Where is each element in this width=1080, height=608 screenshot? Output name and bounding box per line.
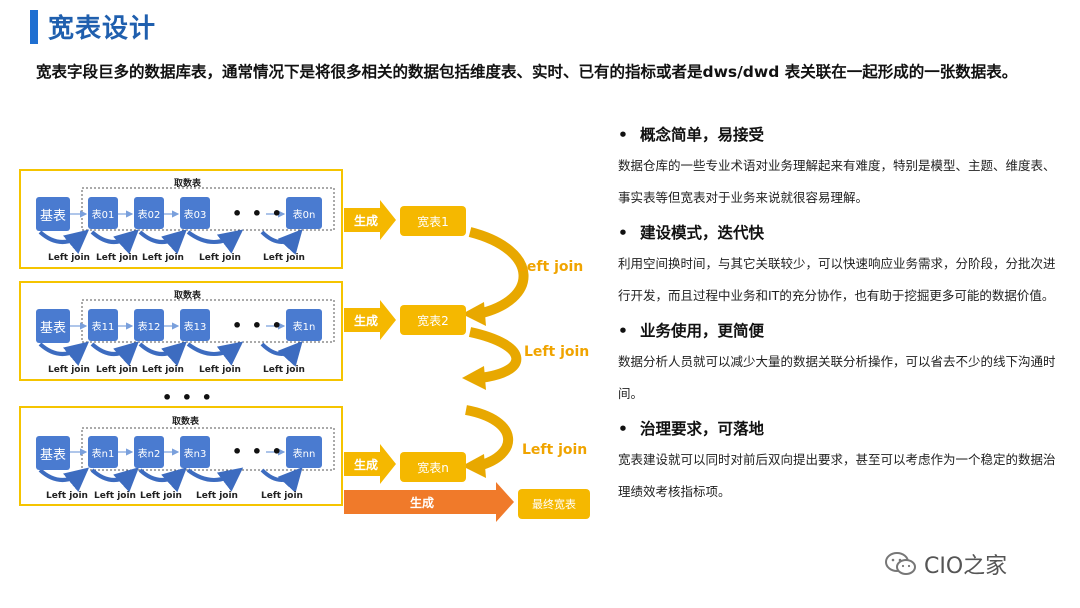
row1-group-frame (81, 187, 335, 231)
row3-table-3: 表n3 (180, 436, 210, 468)
watermark: CIO之家 (884, 548, 1007, 580)
row1-table-n: 表0n (286, 197, 322, 229)
bullet-heading-1: •概念简单，易接受 (618, 126, 765, 144)
row3-group-frame (81, 427, 335, 471)
row3-table-2: 表n2 (134, 436, 164, 468)
row2-group-frame (81, 299, 335, 343)
row3-join-2: Left join (94, 491, 136, 501)
row3-join-4: Left join (196, 491, 238, 501)
row3-table-n: 表nn (286, 436, 322, 468)
row3-wide-table: 宽表n (400, 452, 466, 482)
row3-join-5: Left join (261, 491, 303, 501)
wechat-icon (885, 552, 916, 575)
bullet-body-2: 利用空间换时间，与其它关联较少，可以快速响应业务需求，分阶段，分批次进行开发，而… (618, 256, 1056, 303)
row1-wide-table: 宽表1 (400, 206, 466, 236)
row3-ellipsis: • • • (232, 442, 284, 461)
bullet-heading-4: •治理要求，可落地 (618, 420, 765, 438)
benefits-list: •概念简单，易接受 数据仓库的一些专业术语对业务理解起来有难度，特别是模型、主题… (618, 120, 1060, 512)
row3-table-1: 表n1 (88, 436, 118, 468)
row2-table-n: 表1n (286, 309, 322, 341)
bullet-body-4: 宽表建设就可以同时对前后双向提出要求，甚至可以考虑作为一个稳定的数据治理绩效考核… (618, 452, 1056, 499)
row1-table-1: 表01 (88, 197, 118, 229)
row1-join-5: Left join (263, 253, 305, 263)
row1-join-2: Left join (96, 253, 138, 263)
row2-join-2: Left join (96, 365, 138, 375)
row2-gen-label: 生成 (350, 312, 382, 328)
row2-ellipsis: • • • (232, 316, 284, 335)
final-wide-table: 最终宽表 (518, 489, 590, 519)
row2-join-3: Left join (142, 365, 184, 375)
row2-join-4: Left join (199, 365, 241, 375)
row3-join-1: Left join (46, 491, 88, 501)
row2-wide-table: 宽表2 (400, 305, 466, 335)
row1-join-1: Left join (48, 253, 90, 263)
row2-table-2: 表12 (134, 309, 164, 341)
row1-group-label: 取数表 (174, 179, 202, 189)
side-join-2: Left join (524, 344, 590, 360)
bullet-heading-2: •建设模式，迭代快 (618, 224, 765, 242)
row3-base-table: 基表 (36, 436, 70, 470)
bullet-body-1: 数据仓库的一些专业术语对业务理解起来有难度，特别是模型、主题、维度表、事实表等但… (618, 158, 1056, 205)
row1-table-3: 表03 (180, 197, 210, 229)
final-gen-label: 生成 (410, 496, 435, 510)
row2-join-1: Left join (48, 365, 90, 375)
row2-table-1: 表11 (88, 309, 118, 341)
row2-join-5: Left join (263, 365, 305, 375)
title-accent-bar (30, 10, 38, 44)
row2-base-table: 基表 (36, 309, 70, 343)
row2-frame (19, 281, 343, 381)
row1-frame (19, 169, 343, 269)
row1-join-3: Left join (142, 253, 184, 263)
row1-base-table: 基表 (36, 197, 70, 231)
bullet-heading-3: •业务使用，更简便 (618, 322, 765, 340)
final-arrow (344, 482, 514, 522)
row3-group-label: 取数表 (172, 417, 200, 427)
bullet-body-3: 数据分析人员就可以减少大量的数据关联分析操作，可以省去不少的线下沟通时间。 (618, 354, 1056, 401)
row3-gen-label: 生成 (350, 456, 382, 472)
row1-gen-label: 生成 (350, 212, 382, 228)
side-join-3: Left join (522, 442, 588, 458)
row3-join-3: Left join (140, 491, 182, 501)
rows-ellipsis: • • • (162, 388, 214, 407)
row1-ellipsis: • • • (232, 204, 284, 223)
intro-text: 宽表字段巨多的数据库表，通常情况下是将很多相关的数据包括维度表、实时、已有的指标… (36, 63, 1018, 81)
row1-table-2: 表02 (134, 197, 164, 229)
watermark-text: CIO之家 (924, 554, 1008, 579)
row2-table-3: 表13 (180, 309, 210, 341)
side-join-1: Left join (518, 259, 584, 275)
row2-group-label: 取数表 (174, 291, 202, 301)
page-title: 宽表设计 (48, 14, 157, 44)
row3-frame (19, 406, 343, 506)
row1-join-4: Left join (199, 253, 241, 263)
